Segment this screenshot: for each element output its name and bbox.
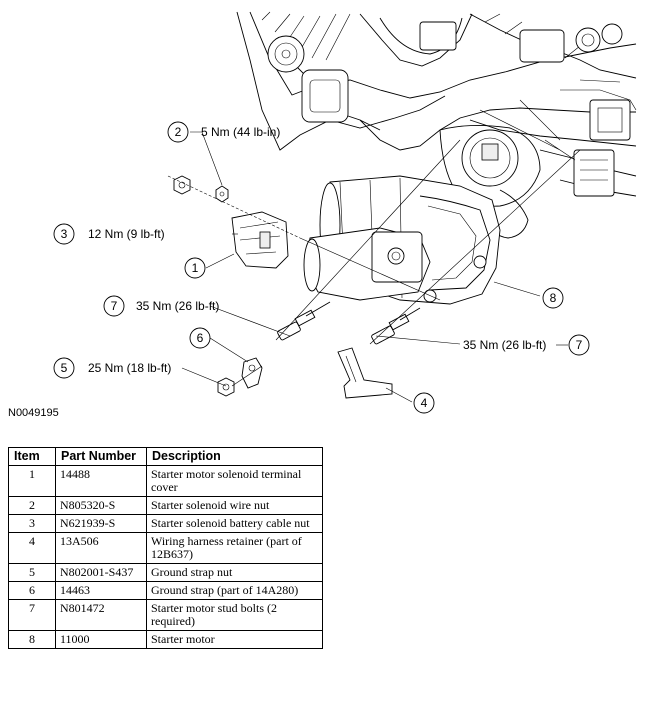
row-part-number: N802001-S437	[55, 563, 147, 582]
callout-8: 8	[542, 287, 564, 309]
callout-7-right: 35 Nm (26 lb-ft) 7	[463, 334, 590, 356]
ground-strap-nut	[217, 377, 235, 397]
callout-2: 2 5 Nm (44 lb-in)	[167, 121, 280, 143]
table-row: 3 N621939-S Starter solenoid battery cab…	[8, 514, 323, 533]
row-description: Starter motor	[146, 630, 323, 649]
stud-bolt-right	[371, 307, 421, 345]
row-part-number: N801472	[55, 599, 147, 631]
callout-7-left: 7 35 Nm (26 lb-ft)	[103, 295, 219, 317]
row-item: 7	[8, 599, 56, 631]
row-item: 6	[8, 581, 56, 600]
parts-table: Item Part Number Description 1 14488 Sta…	[8, 447, 323, 649]
row-item: 3	[8, 514, 56, 533]
callout-1-number: 1	[192, 261, 199, 275]
callout-5-torque: 25 Nm (18 lb-ft)	[88, 361, 171, 375]
row-part-number: 13A506	[55, 532, 147, 564]
row-item: 8	[8, 630, 56, 649]
stud-bolt-left	[277, 301, 331, 341]
callout-1: 1	[184, 257, 206, 279]
harness-retainer-part	[337, 347, 393, 399]
callout-3-torque: 12 Nm (9 lb-ft)	[88, 227, 165, 241]
table-row: 4 13A506 Wiring harness retainer (part o…	[8, 532, 323, 564]
row-item: 4	[8, 532, 56, 564]
callout-6: 6	[189, 327, 211, 349]
terminal-cover-part	[231, 211, 289, 269]
row-description: Starter solenoid wire nut	[146, 496, 323, 515]
callout-2-torque: 5 Nm (44 lb-in)	[201, 125, 280, 139]
header-part-number: Part Number	[55, 447, 147, 466]
table-row: 7 N801472 Starter motor stud bolts (2 re…	[8, 599, 323, 631]
row-description: Wiring harness retainer (part of 12B637)	[146, 532, 323, 564]
callout-4-number: 4	[421, 396, 428, 410]
row-part-number: 11000	[55, 630, 147, 649]
row-item: 2	[8, 496, 56, 515]
callout-3-number: 3	[61, 227, 68, 241]
callout-leader-lines	[181, 131, 541, 403]
row-description: Ground strap nut	[146, 563, 323, 582]
row-part-number: N805320-S	[55, 496, 147, 515]
row-item: 1	[8, 465, 56, 497]
callout-5: 5 25 Nm (18 lb-ft)	[53, 357, 171, 379]
header-item: Item	[8, 447, 56, 466]
row-description: Starter motor stud bolts (2 required)	[146, 599, 323, 631]
engine-background-illustration	[236, 11, 637, 239]
table-row: 5 N802001-S437 Ground strap nut	[8, 563, 323, 582]
table-row: 6 14463 Ground strap (part of 14A280)	[8, 581, 323, 600]
row-description: Ground strap (part of 14A280)	[146, 581, 323, 600]
callout-3: 3 12 Nm (9 lb-ft)	[53, 223, 165, 245]
assembly-center-lines	[167, 139, 581, 387]
callout-7-left-torque: 35 Nm (26 lb-ft)	[136, 299, 219, 313]
figure-code: N0049195	[8, 407, 59, 419]
row-part-number: N621939-S	[55, 514, 147, 533]
callout-4: 4	[413, 392, 435, 414]
callout-5-number: 5	[61, 361, 68, 375]
table-header-row: Item Part Number Description	[8, 447, 323, 466]
callout-7-left-number: 7	[111, 299, 118, 313]
callout-8-number: 8	[550, 291, 557, 305]
row-description: Starter motor solenoid terminal cover	[146, 465, 323, 497]
row-item: 5	[8, 563, 56, 582]
row-part-number: 14488	[55, 465, 147, 497]
table-row: 8 11000 Starter motor	[8, 630, 323, 649]
callout-7-right-torque: 35 Nm (26 lb-ft)	[463, 338, 546, 352]
header-description: Description	[146, 447, 323, 466]
callout-2-number: 2	[175, 125, 182, 139]
callout-6-number: 6	[197, 331, 204, 345]
table-row: 1 14488 Starter motor solenoid terminal …	[8, 465, 323, 497]
row-description: Starter solenoid battery cable nut	[146, 514, 323, 533]
table-row: 2 N805320-S Starter solenoid wire nut	[8, 496, 323, 515]
exploded-view-diagram: 2 5 Nm (44 lb-in) 3 12 Nm (9 lb-ft) 1 7 …	[8, 11, 637, 419]
callout-7-right-number: 7	[576, 338, 583, 352]
row-part-number: 14463	[55, 581, 147, 600]
